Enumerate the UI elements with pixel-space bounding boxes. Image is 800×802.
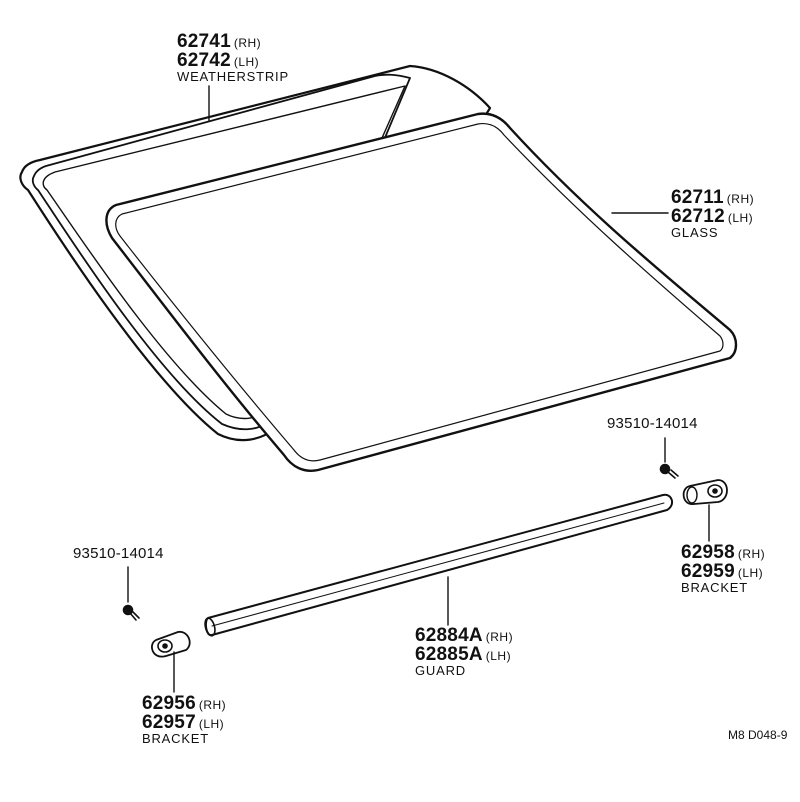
bracket-right-label: 62958(RH) 62959(LH) BRACKET [681, 543, 765, 594]
bracket-right-rh-side: (RH) [737, 547, 766, 561]
glass-lh-side: (LH) [727, 211, 754, 225]
glass-drawing [105, 112, 738, 472]
weatherstrip-lh-side: (LH) [233, 55, 260, 69]
screw-right-drawing [659, 463, 679, 479]
bracket-left-lh-number: 62957 [142, 712, 196, 733]
bracket-left-label: 62956(RH) 62957(LH) BRACKET [142, 694, 226, 745]
guard-rh-number: 62884A [415, 625, 483, 646]
bracket-right-drawing [682, 479, 728, 505]
glass-lh-number: 62712 [671, 206, 725, 227]
bracket-right-rh-number: 62958 [681, 542, 735, 563]
guard-lh-side: (LH) [485, 649, 512, 663]
leader-lines [127, 85, 710, 693]
weatherstrip-name: WEATHERSTRIP [177, 69, 289, 84]
glass-name: GLASS [671, 225, 719, 240]
guard-lh-number: 62885A [415, 644, 483, 665]
glass-rh-number: 62711 [671, 187, 724, 208]
screw-left-code: 93510-14014 [73, 545, 164, 562]
weatherstrip-rh-number: 62741 [177, 31, 231, 52]
weatherstrip-drawing [19, 64, 492, 442]
bracket-left-lh-side: (LH) [198, 717, 225, 731]
guard-label: 62884A(RH) 62885A(LH) GUARD [415, 626, 513, 677]
screw-right-code: 93510-14014 [607, 415, 698, 432]
glass-label: 62711(RH) 62712(LH) GLASS [671, 188, 754, 239]
bracket-left-rh-number: 62956 [142, 693, 196, 714]
screw-left-drawing [122, 604, 140, 621]
glass-rh-side: (RH) [726, 192, 755, 206]
bracket-right-name: BRACKET [681, 580, 749, 595]
bracket-left-rh-side: (RH) [198, 698, 227, 712]
guard-name: GUARD [415, 663, 466, 678]
weatherstrip-label: 62741(RH) 62742(LH) WEATHERSTRIP [177, 32, 289, 83]
bracket-right-lh-side: (LH) [737, 566, 764, 580]
bracket-left-drawing [151, 631, 191, 658]
weatherstrip-lh-number: 62742 [177, 50, 231, 71]
guard-rh-side: (RH) [485, 630, 514, 644]
guard-drawing [204, 493, 674, 637]
bracket-right-lh-number: 62959 [681, 561, 735, 582]
figure-reference: M8 D048-9 [728, 728, 788, 742]
bracket-left-name: BRACKET [142, 731, 210, 746]
weatherstrip-rh-side: (RH) [233, 36, 262, 50]
